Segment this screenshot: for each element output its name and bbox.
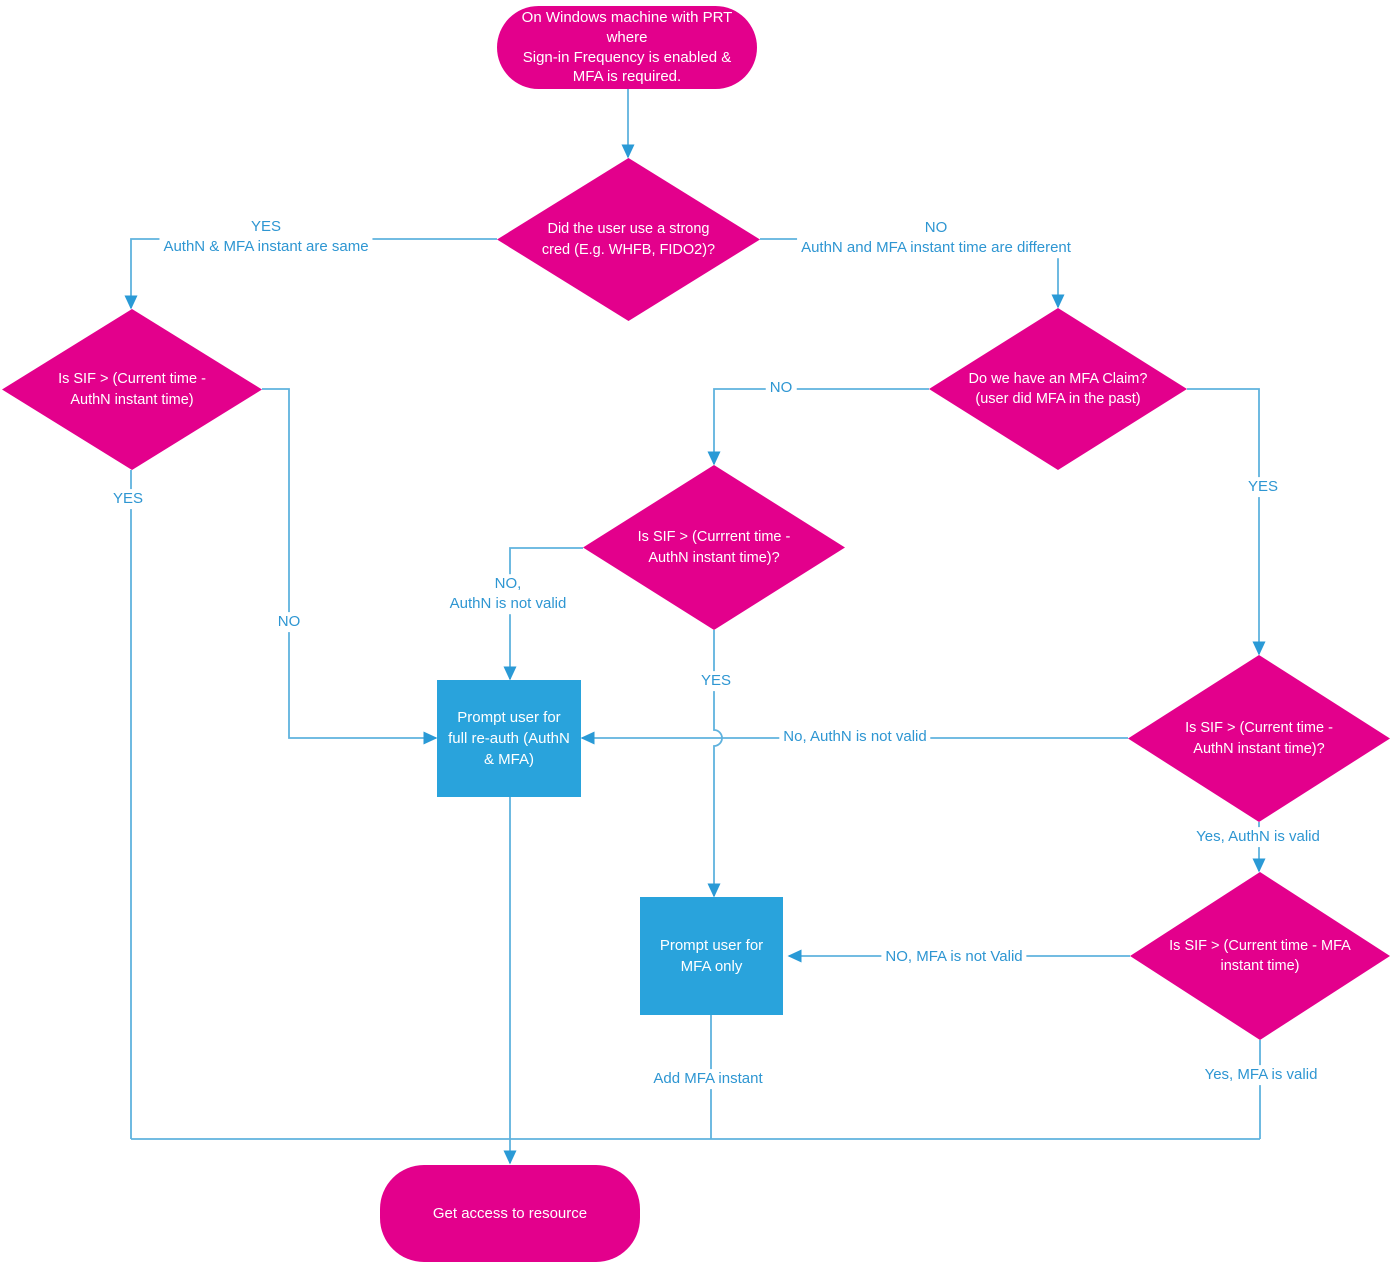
edge-label-yes-same: YES AuthN & MFA instant are same [159,217,373,257]
connector-sifmid-no-to-promptfull [503,547,583,681]
edge-label-sif-left-yes: YES [108,489,148,509]
edge-label-no-different: NO AuthN and MFA instant time are differ… [797,218,1075,258]
process-prompt-full-reauth: Prompt user for full re-auth (AuthN & MF… [437,680,581,797]
edge-label-add-mfa-instant: Add MFA instant [649,1069,767,1089]
edge-label-right-yes: Yes, AuthN is valid [1192,827,1324,847]
connector-mfaclaim-yes-to-sifright [1187,388,1266,656]
edge-label-mfa-yes: Yes, MFA is valid [1200,1065,1322,1085]
connector-strongcred-yes-to-sifleft [124,238,497,310]
edge-label-claim-yes: YES [1243,477,1283,497]
connector-sifmid-yes-to-promptmfa [707,630,723,898]
edge-label-right-no: No, AuthN is not valid [779,727,931,747]
start-node: On Windows machine with PRT where Sign-i… [497,6,757,89]
connector-sifleft-no-to-promptfull [262,388,438,745]
end-node: Get access to resource [380,1165,640,1262]
edge-label-mid-no: NO, AuthN is not valid [445,574,571,614]
process-prompt-mfa-only: Prompt user for MFA only [640,897,783,1015]
edge-label-mid-yes: YES [696,671,736,691]
edge-label-sif-left-no: NO [273,612,305,632]
edge-label-mfa-no: NO, MFA is not Valid [881,947,1027,967]
connector-mfaclaim-no-to-sifmid [707,388,929,466]
edge-label-claim-no: NO [765,378,797,398]
